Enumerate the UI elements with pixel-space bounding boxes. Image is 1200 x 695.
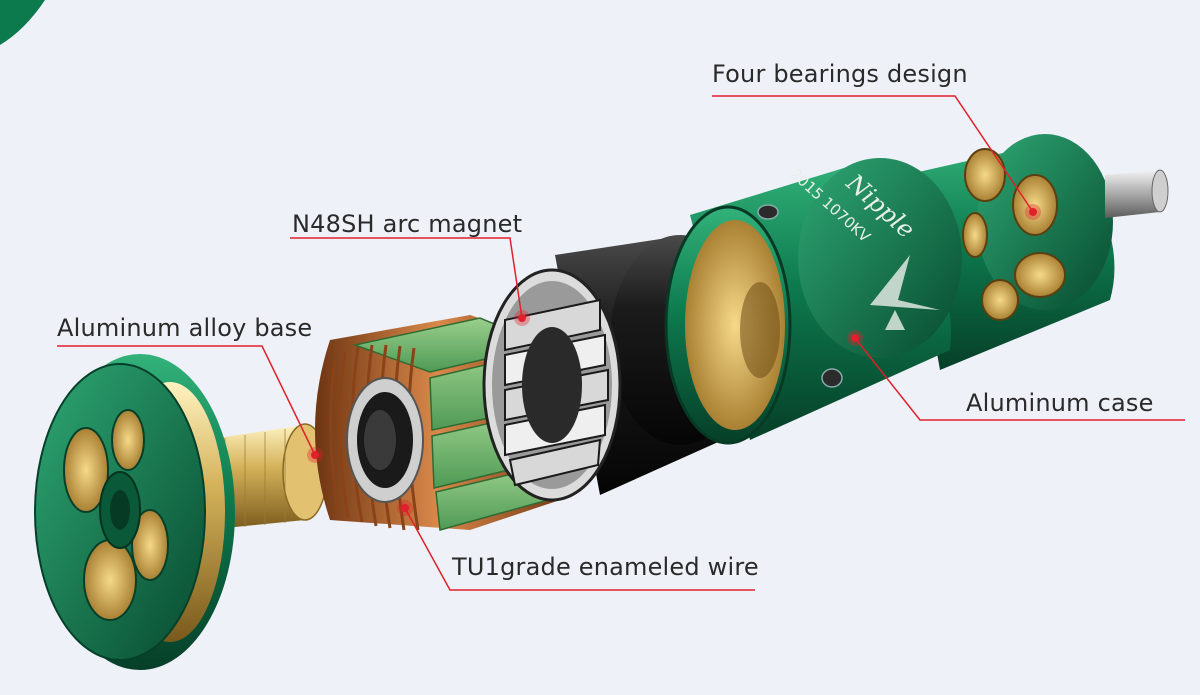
aluminum-alloy-base-part: [34, 354, 328, 670]
corner-swoosh: [0, 0, 45, 45]
callout-dots: [307, 204, 1041, 516]
callout-lines: [57, 95, 1185, 591]
callout-dot-wire: [397, 500, 413, 516]
label-enameled-wire: TU1grade enameled wire: [452, 553, 759, 581]
label-four-bearings: Four bearings design: [712, 60, 968, 88]
aluminum-case-part: [664, 134, 1169, 445]
callout-dot-bearings: [1025, 204, 1041, 220]
callout-dot-case: [847, 330, 863, 346]
label-alloy-base: Aluminum alloy base: [57, 314, 313, 342]
callout-dot-base: [307, 447, 323, 463]
label-arc-magnet: N48SH arc magnet: [292, 210, 523, 238]
callout-dot-magnet: [514, 310, 530, 326]
label-aluminum-case: Aluminum case: [966, 389, 1154, 417]
